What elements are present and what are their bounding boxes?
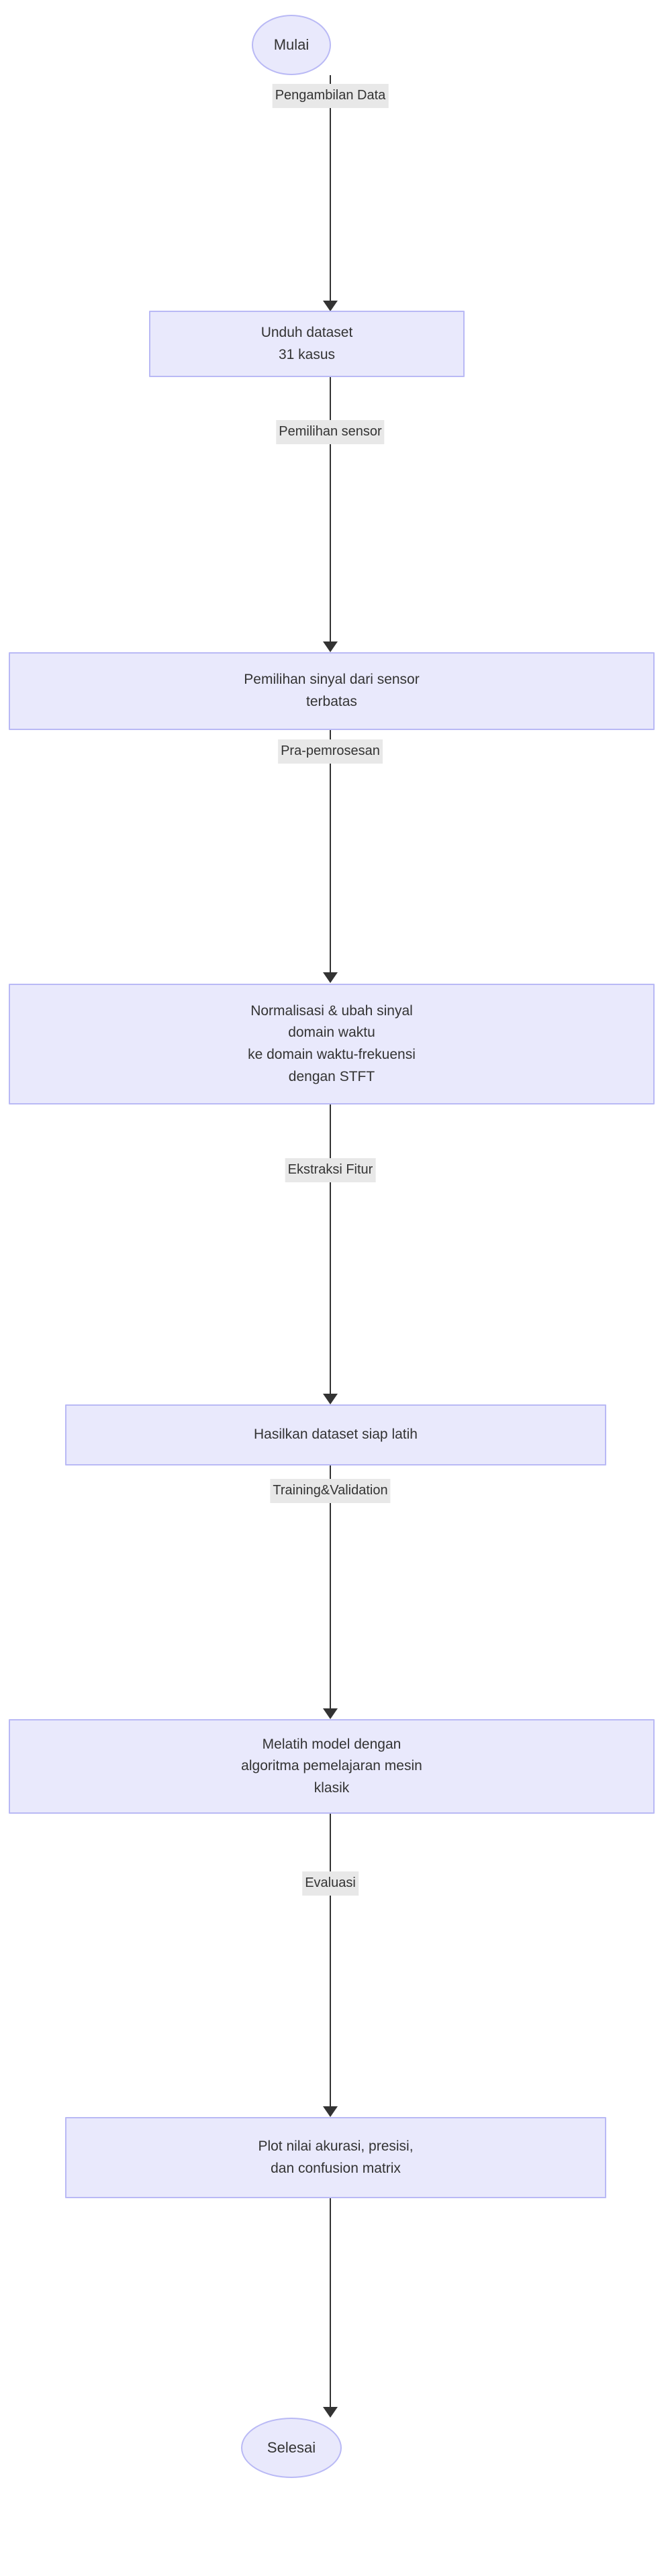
node-download-dataset[interactable]: Unduh dataset 31 kasus [149,311,465,377]
edge-label-training-validation-text: Training&Validation [273,1483,388,1498]
edge-label-ekstraksi-fitur-text: Ekstraksi Fitur [287,1162,373,1177]
node-preprocess-stft-label: Normalisasi & ubah sinyal domain waktu k… [248,1002,416,1084]
edge-label-pra-pemrosesan-text: Pra-pemrosesan [281,743,380,758]
node-preprocess-stft[interactable]: Normalisasi & ubah sinyal domain waktu k… [9,984,655,1104]
node-download-dataset-label: Unduh dataset 31 kasus [260,324,353,362]
edge-label-pra-pemrosesan: Pra-pemrosesan [278,739,383,764]
edge-label-pemilihan-sensor: Pemilihan sensor [276,420,385,444]
edge-start-to-download-arrowhead [323,301,338,311]
edge-train-to-evaluate-line [330,1814,331,2109]
edge-select-to-preprocess-arrowhead [323,972,338,983]
edge-train-to-evaluate-arrowhead [323,2106,338,2117]
node-train-model[interactable]: Melatih model dengan algoritma pemelajar… [9,1719,655,1814]
node-start-label: Mulai [273,36,310,53]
node-train-model-label: Melatih model dengan algoritma pemelajar… [241,1736,422,1796]
edge-label-ekstraksi-fitur: Ekstraksi Fitur [285,1158,376,1182]
node-select-sensor-signal[interactable]: Pemilihan sinyal dari sensor terbatas [9,652,655,730]
edge-select-to-preprocess-line [330,730,331,976]
edge-dataset-to-train-line [330,1465,331,1710]
node-end[interactable]: Selesai [241,2418,342,2478]
node-end-label: Selesai [267,2438,316,2456]
edge-preprocess-to-dataset-arrowhead [323,1394,338,1404]
edge-download-to-select-arrowhead [323,641,338,652]
edge-evaluate-to-end-line [330,2198,331,2410]
edge-label-pengambilan-data-text: Pengambilan Data [275,88,386,103]
edge-evaluate-to-end-arrowhead [323,2407,338,2418]
edge-start-to-download-line [330,75,331,304]
edge-label-pengambilan-data: Pengambilan Data [272,84,389,108]
edge-label-evaluasi-text: Evaluasi [305,1875,356,1890]
node-plot-metrics-label: Plot nilai akurasi, presisi, dan confusi… [258,2138,414,2176]
node-start[interactable]: Mulai [252,15,331,75]
edge-label-training-validation: Training&Validation [270,1479,391,1503]
node-ready-dataset-label: Hasilkan dataset siap latih [254,1427,418,1443]
node-ready-dataset[interactable]: Hasilkan dataset siap latih [65,1404,606,1465]
node-plot-metrics[interactable]: Plot nilai akurasi, presisi, dan confusi… [65,2117,606,2198]
edge-label-evaluasi: Evaluasi [302,1871,359,1896]
edge-dataset-to-train-arrowhead [323,1708,338,1719]
edge-preprocess-to-dataset-line [330,1104,331,1396]
edge-download-to-select-line [330,377,331,641]
edge-label-pemilihan-sensor-text: Pemilihan sensor [279,424,382,439]
node-select-sensor-signal-label: Pemilihan sinyal dari sensor terbatas [244,672,420,709]
